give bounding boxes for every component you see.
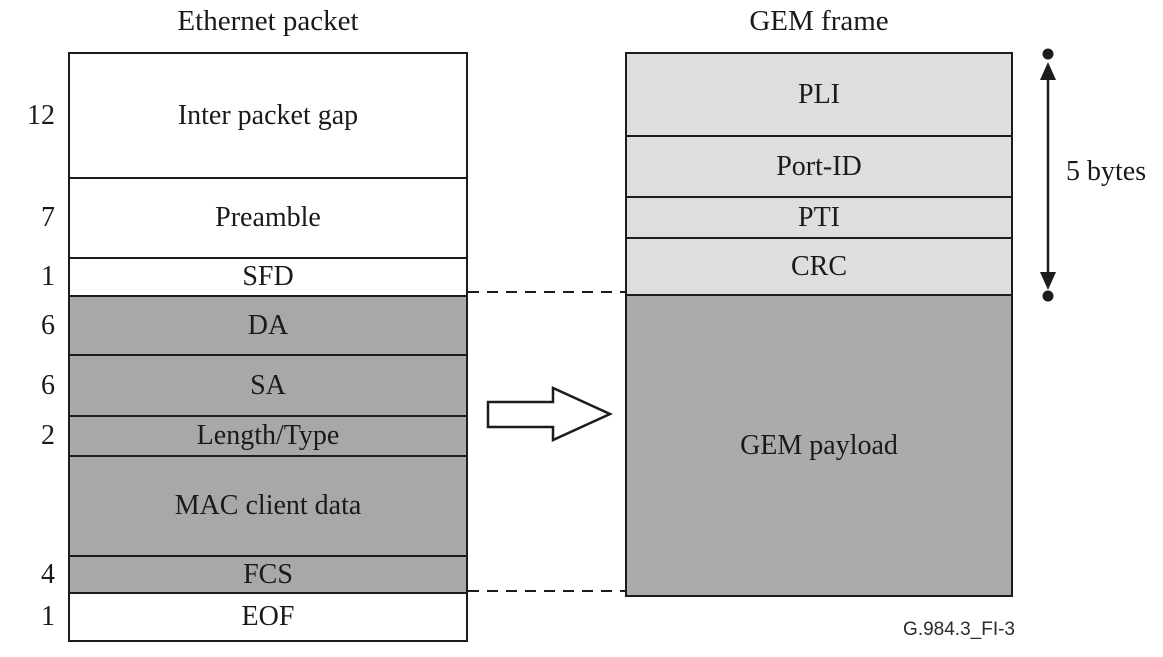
field-label: SFD xyxy=(242,261,294,292)
field-label: FCS xyxy=(243,558,293,590)
ethernet-row-da: DA 6 xyxy=(41,295,466,354)
gem-row-crc: CRC xyxy=(627,237,1011,294)
ethernet-packet-title: Ethernet packet xyxy=(177,5,359,37)
byte-span-arrow xyxy=(1040,48,1056,302)
ethernet-row-length-type: Length/Type 2 xyxy=(41,415,466,455)
ethernet-row-preamble: Preamble 7 xyxy=(41,177,466,257)
field-label: GEM payload xyxy=(740,429,898,461)
field-label: PLI xyxy=(798,78,840,110)
field-label: SA xyxy=(250,369,286,401)
field-label: EOF xyxy=(241,601,295,632)
byte-count-label: 7 xyxy=(41,202,55,233)
ethernet-row-sa: SA 6 xyxy=(41,354,466,415)
field-label: MAC client data xyxy=(174,490,362,521)
gem-frame-title: GEM frame xyxy=(749,5,889,37)
five-bytes-label: 5 bytes xyxy=(1066,156,1147,187)
gem-row-port-id: Port-ID xyxy=(627,135,1011,196)
field-label: Length/Type xyxy=(196,420,340,451)
gem-row-gem-payload: GEM payload xyxy=(627,294,1011,595)
byte-count-label: 6 xyxy=(41,309,55,341)
ethernet-row-eof: EOF 1 xyxy=(41,592,466,640)
mapping-boundary-dashed-line-bottom xyxy=(468,590,625,592)
field-label: DA xyxy=(247,309,289,341)
field-label: Preamble xyxy=(215,202,321,233)
byte-count-label: 6 xyxy=(41,369,55,401)
ethernet-row-fcs: FCS 4 xyxy=(41,555,466,592)
byte-count-label: 4 xyxy=(41,558,55,590)
ethernet-row-mac-client-data: MAC client data xyxy=(70,455,466,555)
field-label: CRC xyxy=(790,250,848,282)
byte-count-label: 2 xyxy=(41,420,55,451)
byte-count-label: 1 xyxy=(41,601,55,632)
mapping-boundary-dashed-line-top xyxy=(468,291,625,293)
byte-count-label: 1 xyxy=(41,261,55,292)
ethernet-row-inter-packet-gap: Inter packet gap 12 xyxy=(27,54,466,177)
mapping-arrow-icon xyxy=(486,386,614,442)
field-label: PTI xyxy=(798,201,840,233)
byte-count-label: 12 xyxy=(27,99,55,131)
gem-row-pti: PTI xyxy=(627,196,1011,237)
figure-caption: G.984.3_FI-3 xyxy=(903,619,1015,640)
gem-frame-box: PLI Port-ID PTI CRC GEM payload xyxy=(625,52,1013,597)
ethernet-row-sfd: SFD 1 xyxy=(41,257,466,295)
field-label: Inter packet gap xyxy=(177,99,359,131)
field-label: Port-ID xyxy=(776,150,862,182)
gem-row-pli: PLI xyxy=(627,54,1011,135)
